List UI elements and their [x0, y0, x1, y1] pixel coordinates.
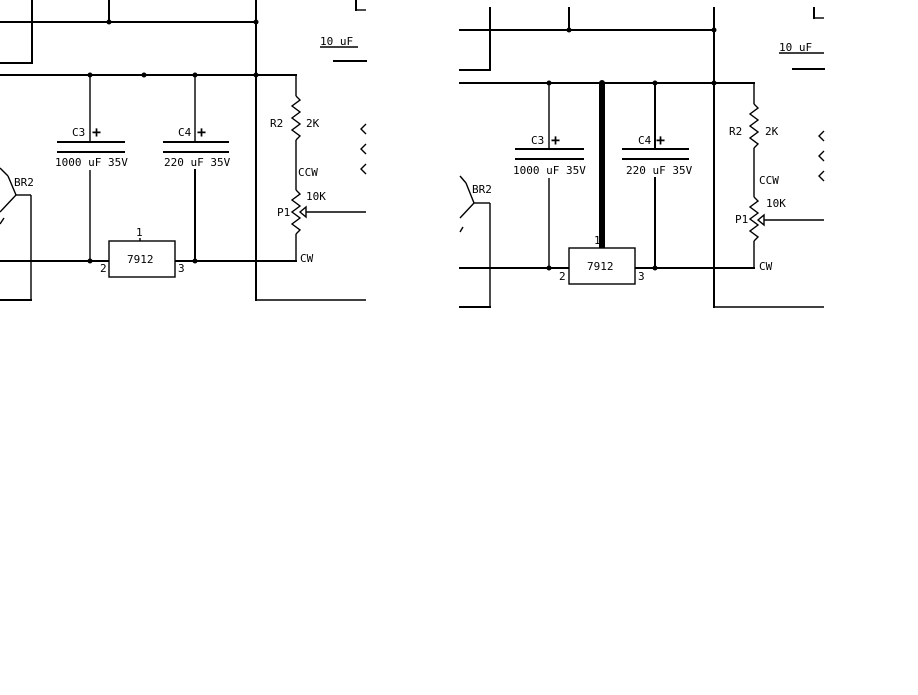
- connector-chevron: [360, 123, 367, 135]
- p1-ref: P1: [735, 213, 748, 226]
- r2-resistor: [290, 95, 302, 141]
- p1-wiper-arrow: [756, 213, 765, 227]
- pin3-label: 3: [638, 270, 645, 283]
- cw-label: CW: [300, 252, 314, 265]
- r2-resistor: [748, 103, 760, 149]
- connector-chevron: [818, 150, 825, 162]
- cw-label: CW: [759, 260, 773, 273]
- br2-ref: BR2: [14, 176, 34, 189]
- cap-top-label: 10 uF: [320, 35, 353, 48]
- bridge-line: [459, 175, 467, 184]
- bridge-line: [0, 217, 5, 225]
- regulator-name: 7912: [127, 253, 154, 266]
- connector-chevron: [360, 143, 367, 155]
- bridge-line: [7, 175, 17, 196]
- p1-value: 10K: [766, 197, 786, 210]
- c3-value: 1000 uF 35V: [513, 164, 586, 177]
- r2-ref: R2: [729, 125, 742, 138]
- c3-value: 1000 uF 35V: [55, 156, 128, 169]
- c4-value: 220 uF 35V: [164, 156, 231, 169]
- c4-ref: C4: [178, 126, 192, 139]
- connector-chevron: [818, 130, 825, 142]
- c3-ref: C3: [72, 126, 85, 139]
- pin2-label: 2: [100, 262, 107, 275]
- pin2-label: 2: [559, 270, 566, 283]
- bridge-line: [459, 226, 464, 233]
- p1-value: 10K: [306, 190, 326, 203]
- pin1-label: 1: [594, 234, 601, 247]
- left-schematic: 10 uF C3 + 1000 uF 35V C4 + 220 uF 35V R…: [0, 0, 367, 301]
- c4-polarity: +: [197, 123, 206, 141]
- junction-dot: [87, 258, 93, 264]
- bridge-line: [0, 194, 17, 213]
- junction-dot: [253, 72, 259, 78]
- junction-dot: [141, 72, 147, 78]
- regulator-name: 7912: [587, 260, 614, 273]
- br2-ref: BR2: [472, 183, 492, 196]
- connector-chevron: [360, 163, 367, 175]
- ccw-label: CCW: [298, 166, 318, 179]
- cap-top-label: 10 uF: [779, 41, 812, 54]
- c4-value: 220 uF 35V: [626, 164, 693, 177]
- c3-polarity: +: [551, 131, 560, 149]
- pin1-label: 1: [136, 226, 143, 239]
- r2-ref: R2: [270, 117, 283, 130]
- connector-chevron: [818, 170, 825, 182]
- ccw-label: CCW: [759, 174, 779, 187]
- c3-polarity: +: [92, 123, 101, 141]
- p1-wiper-arrow: [298, 205, 307, 219]
- junction-dot: [546, 265, 552, 271]
- junction-dot: [253, 19, 259, 25]
- bridge-line: [0, 167, 9, 177]
- c4-ref: C4: [638, 134, 652, 147]
- regulator-7912-body: [108, 240, 176, 278]
- c3-ref: C3: [531, 134, 544, 147]
- pin3-label: 3: [178, 262, 185, 275]
- p1-potentiometer: [748, 196, 760, 242]
- bridge-line: [465, 182, 475, 204]
- junction-dot: [711, 80, 717, 86]
- bridge-line: [459, 202, 475, 219]
- junction-dot: [566, 27, 572, 33]
- c4-polarity: +: [656, 131, 665, 149]
- r2-value: 2K: [306, 117, 320, 130]
- regulator-7912-body: [568, 247, 636, 285]
- r2-value: 2K: [765, 125, 779, 138]
- p1-potentiometer: [290, 189, 302, 235]
- p1-ref: P1: [277, 206, 290, 219]
- junction-dot: [106, 19, 112, 25]
- right-schematic: 10 uF C3 + 1000 uF 35V C4 + 220 uF 35V R…: [459, 7, 825, 308]
- junction-dot: [711, 27, 717, 33]
